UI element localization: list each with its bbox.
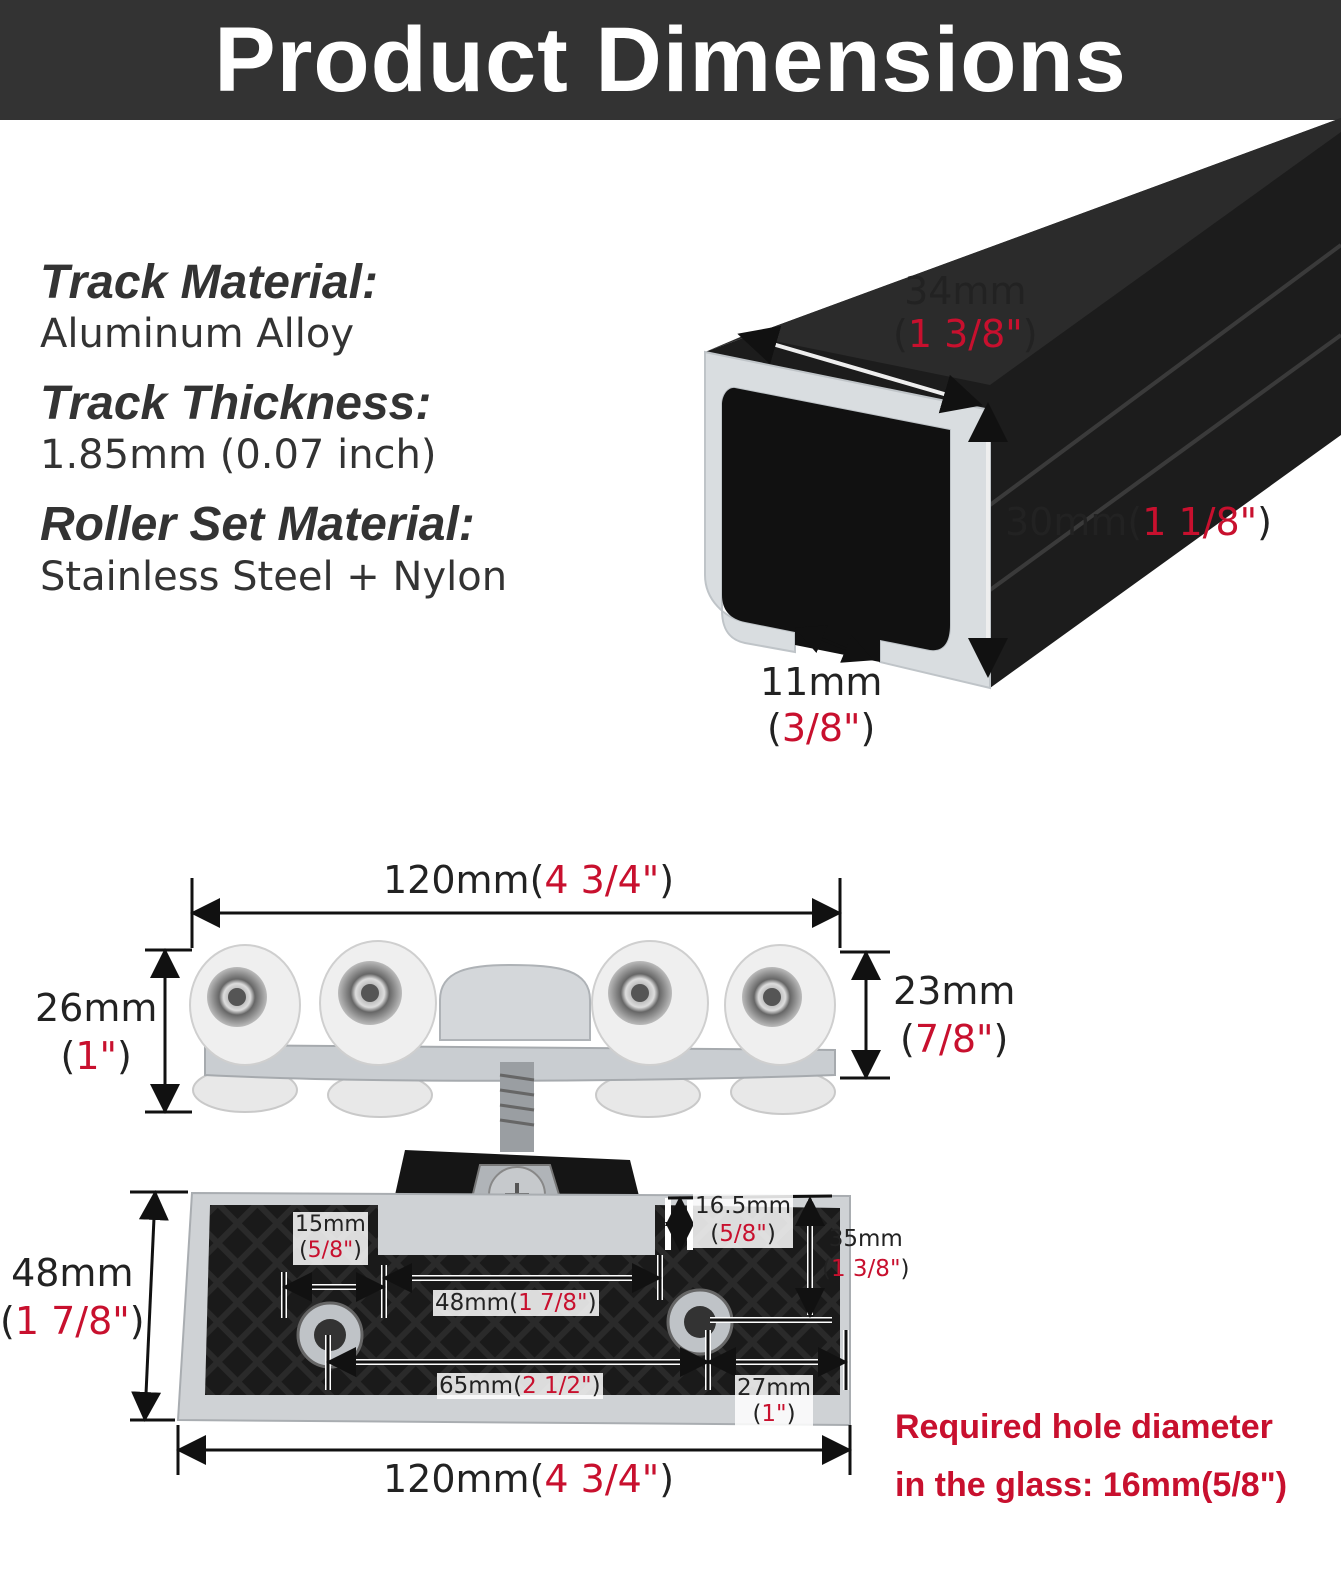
dim-track-width: 34mm (1 3/8") — [893, 269, 1038, 356]
dim-track-height-mm: 30mm( — [1005, 500, 1143, 544]
dim-plate-length: 120mm(4 3/4") — [383, 1457, 675, 1501]
dim-hole-to-edge: 27mm (1") — [735, 1375, 814, 1428]
spec-label-track-thickness: Track Thickness: — [40, 377, 432, 431]
spec-value-roller-material: Stainless Steel + Nylon — [40, 553, 508, 600]
dim-hole-center-span: 65mm(2 1/2") — [437, 1373, 603, 1399]
track-width-arrow — [737, 325, 983, 414]
dim-track-opening-inch: 3/8" — [781, 705, 861, 750]
header-banner: Product Dimensions — [0, 0, 1341, 120]
dim-track-height: 30mm(1 1/8") — [1005, 500, 1272, 544]
track-profile — [704, 118, 1341, 690]
dim-track-opening-mm: 11mm — [760, 660, 883, 704]
hole-note-line-1: Required hole diameter — [895, 1408, 1273, 1446]
spec-value-track-material: Aluminum Alloy — [40, 311, 355, 358]
dim-roller-height-left: 26mm (1") — [35, 986, 158, 1078]
dim-track-opening: 11mm (3/8") — [760, 660, 883, 750]
hole-note-line-2: in the glass: 16mm(5/8") — [895, 1466, 1288, 1504]
dim-step-depth: 16.5mm (5/8") — [693, 1193, 794, 1249]
dim-track-width-mm: 34mm — [904, 269, 1027, 313]
dim-step-height: 35mm (1 3/8") — [822, 1226, 910, 1282]
page-title: Product Dimensions — [214, 8, 1127, 111]
dim-track-width-inch: 1 3/8" — [907, 311, 1023, 356]
hole-diameter-note: Required hole diameter in the glass: 16m… — [895, 1398, 1335, 1514]
roller-assembly — [145, 878, 890, 1224]
track-opening-arrow — [794, 625, 874, 663]
dim-roller-length: 120mm(4 3/4") — [383, 858, 675, 902]
dim-roller-height-right: 23mm (7/8") — [893, 969, 1016, 1061]
dim-hole-span-inner: 48mm(1 7/8") — [433, 1290, 599, 1316]
spec-list: Track Material: Aluminum Alloy Track Thi… — [40, 255, 600, 619]
dim-plate-height: 48mm (1 7/8") — [0, 1251, 145, 1343]
spec-label-track-material: Track Material: — [40, 256, 378, 309]
spec-value-track-thickness: 1.85mm (0.07 inch) — [40, 432, 437, 479]
dim-track-height-inch: 1 1/8" — [1142, 500, 1258, 544]
spec-label-roller-material: Roller Set Material: — [40, 498, 475, 552]
dim-edge-to-hole: 15mm (5/8") — [293, 1212, 368, 1265]
